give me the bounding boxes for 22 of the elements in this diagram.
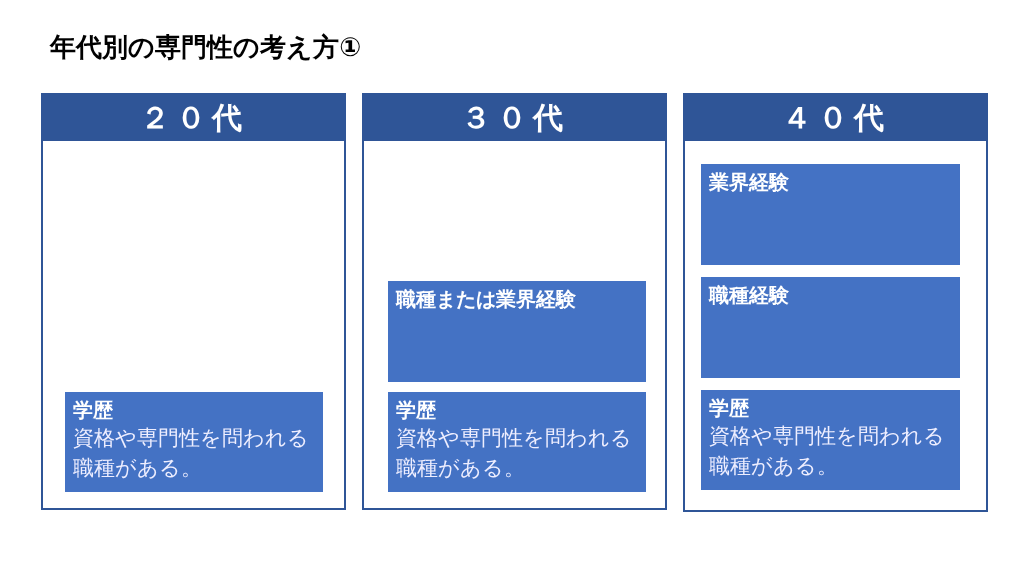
box-heading: 学歴	[396, 397, 437, 423]
column-panel	[41, 93, 346, 510]
box-heading: 職種または業界経験	[396, 286, 577, 312]
info-panel	[388, 281, 646, 382]
box-heading: 学歴	[709, 395, 750, 421]
title: 年代別の専門性の考え方①	[50, 31, 361, 64]
box-heading: 職種経験	[709, 282, 790, 308]
column-header: ２０代	[43, 95, 344, 141]
info-panel	[388, 392, 646, 492]
info-panel	[701, 277, 960, 378]
column-header: ４０代	[685, 95, 986, 141]
box-text: 資格や専門性を問われる職種がある。	[396, 425, 633, 482]
box-heading: 業界経験	[709, 169, 790, 195]
column-panel	[362, 93, 667, 510]
box-text: 資格や専門性を問われる職種がある。	[73, 425, 310, 482]
box-text: 資格や専門性を問われる職種がある。	[709, 423, 946, 480]
column-panel	[683, 93, 988, 512]
info-panel	[701, 390, 960, 490]
info-panel	[65, 392, 323, 492]
box-heading: 学歴	[73, 397, 114, 423]
column-header: ３０代	[364, 95, 665, 141]
info-panel	[701, 164, 960, 265]
